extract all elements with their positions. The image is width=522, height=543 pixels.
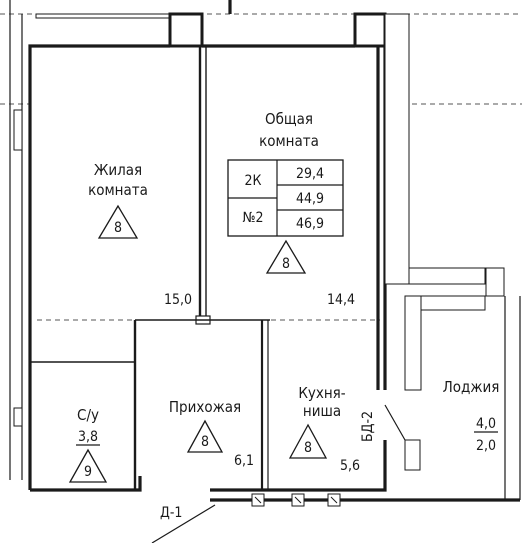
bathroom-area: 3,8 [78, 429, 98, 445]
info-table-type: 2К [245, 173, 262, 189]
common-room-mark: 8 [282, 256, 290, 272]
living-room-label-1: Жилая [94, 161, 142, 179]
info-table-area-total: 44,9 [296, 191, 324, 207]
kitchen-label-2: ниша [303, 402, 341, 420]
bathroom-mark-triangle [68, 448, 108, 483]
kitchen-area: 5,6 [340, 458, 360, 474]
right-masonry [384, 13, 521, 500]
common-room-label-2: комната [259, 132, 319, 150]
common-room-mark-triangle [265, 239, 307, 274]
loggia-area-1: 4,0 [476, 416, 496, 432]
loggia-area-2: 2,0 [476, 438, 496, 454]
bathroom-mark: 9 [84, 464, 92, 480]
loggia-door-line [384, 404, 406, 441]
kitchen-mark: 8 [304, 440, 312, 456]
info-table-number: №2 [242, 210, 263, 226]
living-room-area: 15,0 [164, 292, 192, 308]
common-room-area: 14,4 [327, 292, 355, 308]
living-room-mark: 8 [114, 220, 122, 236]
hall-mark-triangle [186, 419, 224, 453]
common-room-label-1: Общая [265, 110, 313, 128]
info-table-area-with-loggia: 46,9 [296, 216, 324, 232]
bathroom-label: С/у [77, 406, 99, 424]
hall-area: 6,1 [234, 453, 254, 469]
kitchen-label-1: Кухня- [298, 384, 345, 402]
outer-walls [9, 0, 520, 502]
living-room-label-2: комната [88, 181, 148, 199]
hall-mark: 8 [201, 434, 209, 450]
entrance-blocks [251, 493, 341, 507]
loggia-label: Лоджия [443, 378, 500, 396]
entrance-leader-line [151, 504, 216, 543]
hall-label: Прихожая [169, 398, 241, 416]
partitions [13, 46, 270, 490]
info-table-area-living: 29,4 [296, 166, 324, 182]
balcony-door-label: БД-2 [360, 411, 376, 442]
entrance-door-label: Д-1 [160, 505, 182, 521]
living-room-mark-triangle [97, 204, 139, 239]
apartment-info-table: 2К №2 29,4 44,9 46,9 [227, 159, 344, 237]
kitchen-mark-triangle [288, 423, 328, 459]
